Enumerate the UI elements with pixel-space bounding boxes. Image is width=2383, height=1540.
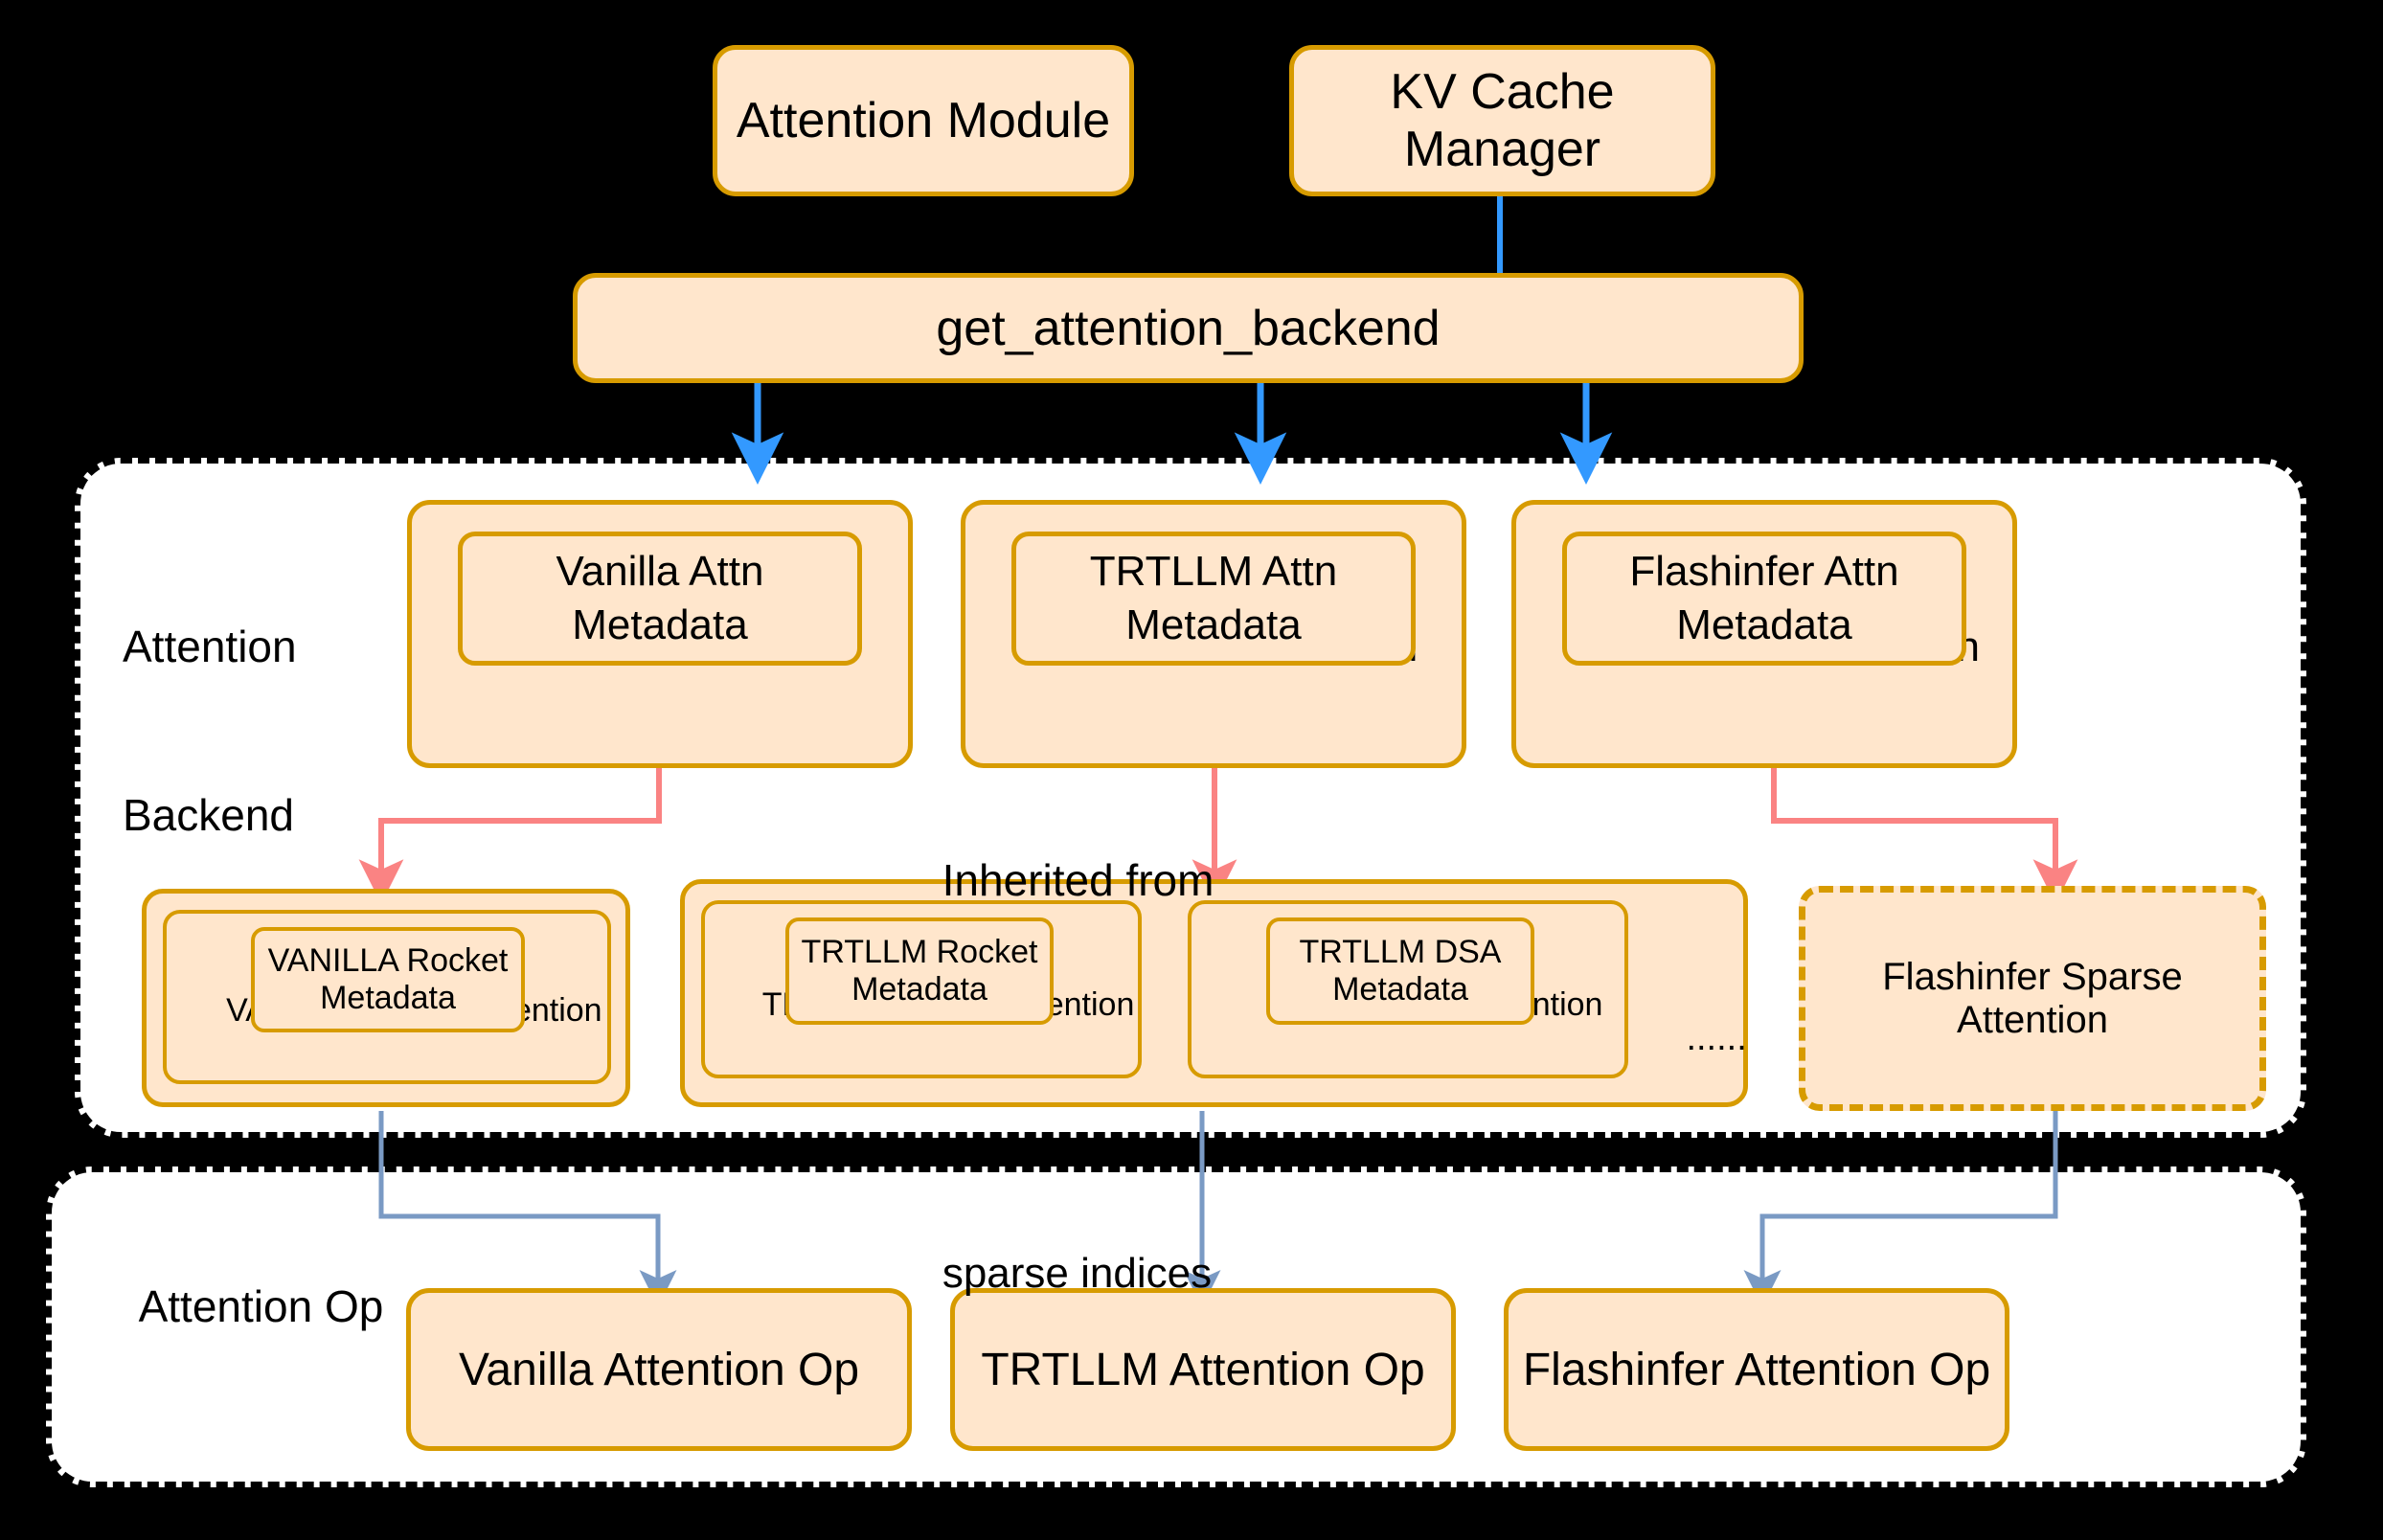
- trtllm-rocket-metadata-line1: TRTLLM Rocket: [801, 934, 1038, 970]
- kv-cache-manager-label: KV Cache Manager: [1390, 64, 1615, 177]
- get-attention-backend-box[interactable]: get_attention_backend: [573, 273, 1804, 383]
- vanilla-rocket-metadata-box[interactable]: VANILLA Rocket Metadata: [251, 927, 525, 1032]
- kv-cache-manager-box[interactable]: KV Cache Manager: [1289, 45, 1715, 196]
- flashinfer-metadata-line2: Metadata: [1676, 601, 1852, 648]
- flashinfer-attention-op-box[interactable]: Flashinfer Attention Op: [1504, 1288, 2009, 1451]
- attention-module-label: Attention Module: [736, 93, 1111, 148]
- trtllm-attention-op-label: TRTLLM Attention Op: [981, 1344, 1425, 1395]
- trtllm-metadata-line1: TRTLLM Attn: [1089, 547, 1338, 595]
- trtllm-dsa-metadata-line1: TRTLLM DSA: [1299, 934, 1502, 970]
- trtllm-metadata-line2: Metadata: [1125, 601, 1302, 648]
- attention-module-box[interactable]: Attention Module: [713, 45, 1134, 196]
- attention-op-group-label: Attention Op: [138, 1281, 384, 1331]
- vanilla-attn-metadata-box[interactable]: Vanilla Attn Metadata: [458, 532, 862, 666]
- trtllm-attn-metadata-box[interactable]: TRTLLM Attn Metadata: [1011, 532, 1416, 666]
- get-attention-backend-label: get_attention_backend: [936, 300, 1441, 356]
- attention-backend-label-line1: Attention: [123, 621, 297, 671]
- trtllm-dsa-metadata-line2: Metadata: [1332, 971, 1468, 1008]
- vanilla-attention-op-label: Vanilla Attention Op: [458, 1344, 860, 1395]
- trtllm-rocket-metadata-line2: Metadata: [851, 971, 987, 1008]
- attention-backend-group-label: Attention Backend: [123, 506, 391, 957]
- vanilla-metadata-line2: Metadata: [572, 601, 748, 648]
- vanilla-rocket-metadata-line2: Metadata: [320, 980, 456, 1016]
- flashinfer-attn-metadata-box[interactable]: Flashinfer Attn Metadata: [1562, 532, 1966, 666]
- vanilla-attention-op-box[interactable]: Vanilla Attention Op: [406, 1288, 912, 1451]
- attention-backend-label-line2: Backend: [123, 790, 295, 841]
- trtllm-rocket-metadata-box[interactable]: TRTLLM Rocket Metadata: [785, 917, 1054, 1025]
- vanilla-rocket-metadata-line1: VANILLA Rocket: [267, 942, 509, 979]
- sparse-group-ellipsis: ......: [1686, 1018, 1747, 1058]
- flashinfer-sparse-attention-label: Flashinfer Sparse Attention: [1882, 955, 2183, 1041]
- flashinfer-sparse-attention-box[interactable]: Flashinfer Sparse Attention: [1799, 886, 2266, 1111]
- flashinfer-metadata-line1: Flashinfer Attn: [1629, 547, 1899, 595]
- flashinfer-attention-op-label: Flashinfer Attention Op: [1522, 1344, 1991, 1395]
- sparse-indices-label: sparse indices: [942, 1250, 1213, 1297]
- trtllm-attention-op-box[interactable]: TRTLLM Attention Op: [950, 1288, 1456, 1451]
- trtllm-dsa-metadata-box[interactable]: TRTLLM DSA Metadata: [1266, 917, 1534, 1025]
- inherited-from-label: Inherited from: [942, 855, 1214, 905]
- vanilla-metadata-line1: Vanilla Attn: [556, 547, 764, 595]
